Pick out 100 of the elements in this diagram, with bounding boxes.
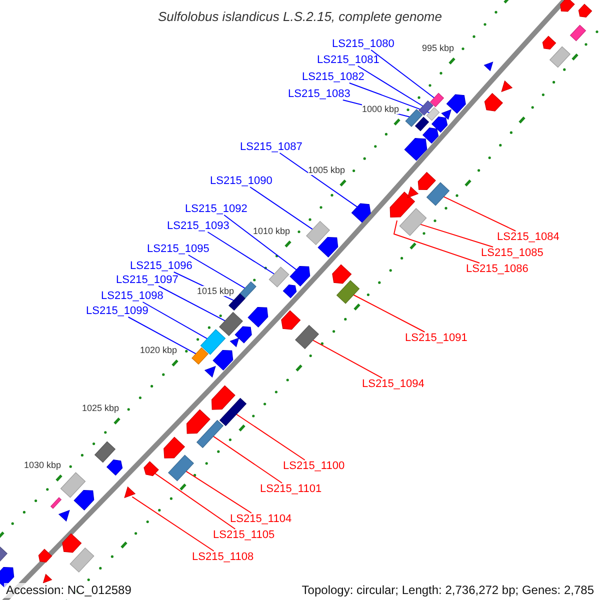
leader-line	[207, 232, 275, 274]
leader-line	[312, 340, 383, 378]
gene-block	[404, 138, 428, 161]
gene-block	[351, 203, 371, 223]
gene-block	[38, 548, 52, 562]
leader-line	[420, 224, 494, 248]
gene-block	[501, 80, 513, 92]
title: Sulfolobus islandicus L.S.2.15, complete genome	[156, 9, 443, 24]
scale-label: 1010 kbp	[252, 226, 290, 236]
locus-label: LS215_1101	[260, 483, 322, 495]
gene-block	[219, 312, 243, 336]
accession-text: Accession: NC_012589	[4, 583, 134, 598]
gene-block	[196, 420, 224, 448]
locus-label: LS215_1087	[240, 141, 302, 153]
locus-label: LS215_1095	[147, 243, 210, 255]
locus-label: LS215_1096	[130, 260, 192, 272]
leader-line	[250, 186, 314, 230]
scale-label: 1015 kbp	[196, 286, 234, 296]
leader-line	[142, 302, 208, 340]
gene-block	[248, 307, 268, 328]
gene-block	[484, 92, 503, 112]
gene-block	[441, 109, 452, 120]
gene-block	[164, 436, 186, 458]
gene-block	[240, 281, 256, 299]
locus-label: LS215_1090	[210, 175, 272, 187]
gene-block	[204, 366, 216, 378]
gene-block	[431, 116, 448, 133]
gene-block	[212, 350, 234, 371]
gene-block	[60, 472, 86, 498]
gene-block	[407, 186, 419, 198]
scale-label: 1025 kbp	[82, 403, 119, 413]
locus-label: LS215_1080	[332, 38, 394, 50]
locus-label: LS215_1097	[116, 274, 178, 286]
gene-block	[295, 324, 319, 350]
gene-block	[306, 220, 330, 246]
locus-label: LS215_1092	[185, 203, 248, 215]
locus-label: LS215_1093	[167, 220, 230, 232]
gene-block	[390, 192, 416, 218]
locus-label: LS215_1099	[86, 305, 148, 317]
gene-block	[426, 107, 440, 121]
leader-line	[154, 472, 236, 530]
gene-block	[446, 94, 466, 114]
gene-block	[570, 24, 586, 42]
gene-block	[332, 264, 352, 284]
gene-block	[192, 347, 208, 365]
gene-block	[318, 237, 338, 258]
gene-block	[144, 461, 159, 476]
leader-line	[224, 214, 297, 270]
gene-block	[418, 172, 436, 190]
gene-block	[200, 329, 226, 355]
leader-line	[186, 470, 252, 514]
gene-block	[186, 409, 210, 434]
leader-line	[353, 294, 426, 332]
locus-label: LS215_1081	[317, 54, 380, 66]
gene-block	[219, 398, 247, 426]
locus-label: LS215_1105	[213, 529, 275, 541]
locus-label: LS215_1104	[230, 513, 292, 525]
gene-block	[281, 310, 301, 330]
gene-block	[211, 385, 236, 410]
leader-line	[370, 50, 435, 98]
locus-label: LS215_1094	[362, 378, 424, 390]
locus-label: LS215_1100	[283, 460, 345, 472]
gene-block	[106, 460, 123, 476]
gene-block	[426, 182, 450, 206]
leader-line	[348, 82, 430, 114]
locus-label: LS215_1085	[481, 247, 544, 259]
gene-block	[70, 547, 94, 573]
gene-block	[282, 284, 297, 298]
locus-label: LS215_1086	[466, 263, 528, 275]
gene-block	[62, 533, 82, 553]
gene-block	[549, 46, 571, 68]
leader-line	[357, 66, 424, 107]
locus-label: LS215_1083	[288, 88, 350, 100]
scale-label: 995 kbp	[422, 43, 454, 53]
gene-block	[405, 109, 423, 127]
gene-block	[422, 128, 439, 144]
leader-line	[128, 316, 196, 354]
leader-line	[236, 414, 306, 460]
gene-block	[168, 454, 194, 482]
gene-block	[268, 266, 290, 288]
gene-block	[414, 116, 430, 132]
gene-block	[336, 280, 360, 304]
gene-block	[418, 100, 434, 116]
scale-label: 1030 kbp	[24, 460, 61, 470]
leader-line	[443, 196, 516, 232]
locus-label: LS215_1084	[497, 231, 560, 243]
gene-block	[94, 441, 116, 463]
leader-line	[393, 220, 480, 264]
gene-block	[430, 92, 444, 108]
scale-label: 1000 kbp	[362, 104, 399, 114]
genome-info-text: Topology: circular; Length: 2,736,272 bp; Genes: 2,785	[300, 583, 596, 598]
leader-line	[212, 436, 282, 484]
scale-label: 1005 kbp	[308, 165, 345, 175]
leader-line	[132, 496, 214, 552]
gene-block	[578, 4, 592, 18]
locus-label: LS215_1108	[192, 551, 254, 563]
gene-block	[484, 62, 494, 72]
gene-block	[50, 497, 62, 509]
locus-label: LS215_1082	[302, 71, 364, 83]
gene-block	[542, 36, 556, 50]
